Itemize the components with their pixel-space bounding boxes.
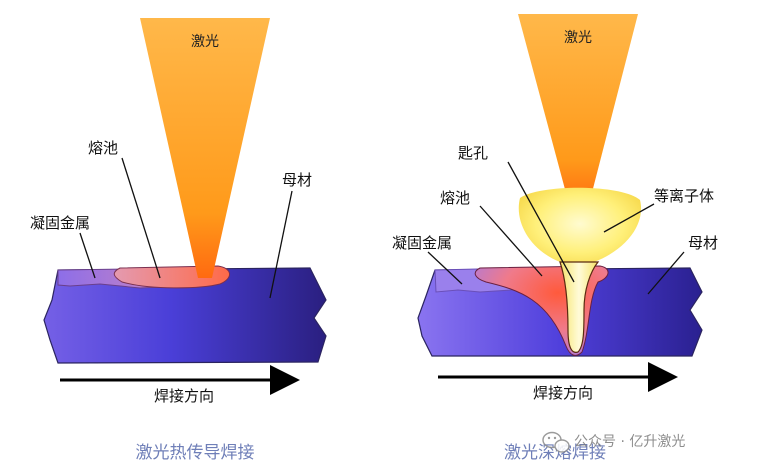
right-laser-label: 激光 [564,29,592,46]
right-keyhole [559,261,600,353]
watermark-text: 公众号 · 亿升激光 [574,433,685,450]
right-caption: 激光深熔焊接 [504,443,606,463]
left-base-metal-plate [43,267,327,364]
right-plasma-label: 等离子体 [654,187,714,205]
right-keyhole-leader [507,161,575,283]
conduction-welding-panel: 激光 熔池 凝固金属 母材 焊接方向 激光热传导焊接 [30,18,327,463]
left-direction-label: 焊接方向 [154,387,214,405]
left-weld-pool-leader [121,157,161,279]
left-laser-label: 激光 [191,33,219,50]
left-solidified-leader [79,232,96,279]
right-plasma [518,187,642,268]
left-laser-beam [140,18,270,278]
wechat-icon [542,431,570,453]
left-caption: 激光热传导焊接 [136,443,255,463]
left-base-metal-leader [269,190,293,299]
right-laser-beam [518,14,638,208]
left-weld-pool-label: 熔池 [88,139,118,157]
left-base-metal-label: 母材 [282,171,312,189]
watermark: 公众号 · 亿升激光 [542,431,685,453]
left-solidified-label: 凝固金属 [30,214,90,232]
right-keyhole-label: 匙孔 [458,144,488,162]
deep-penetration-welding-panel: 激光 匙孔 熔池 等离子体 凝固金属 母材 焊接方向 激光深熔焊接 [392,14,718,463]
right-direction-label: 焊接方向 [533,384,593,402]
right-weld-pool-label: 熔池 [440,189,470,207]
right-solidified-leader [427,251,463,285]
right-solidified-label: 凝固金属 [392,234,452,252]
right-base-metal-label: 母材 [688,234,718,252]
right-weld-pool-leader [479,205,543,277]
right-base-metal-leader [647,251,685,295]
right-plasma-leader [603,203,655,233]
